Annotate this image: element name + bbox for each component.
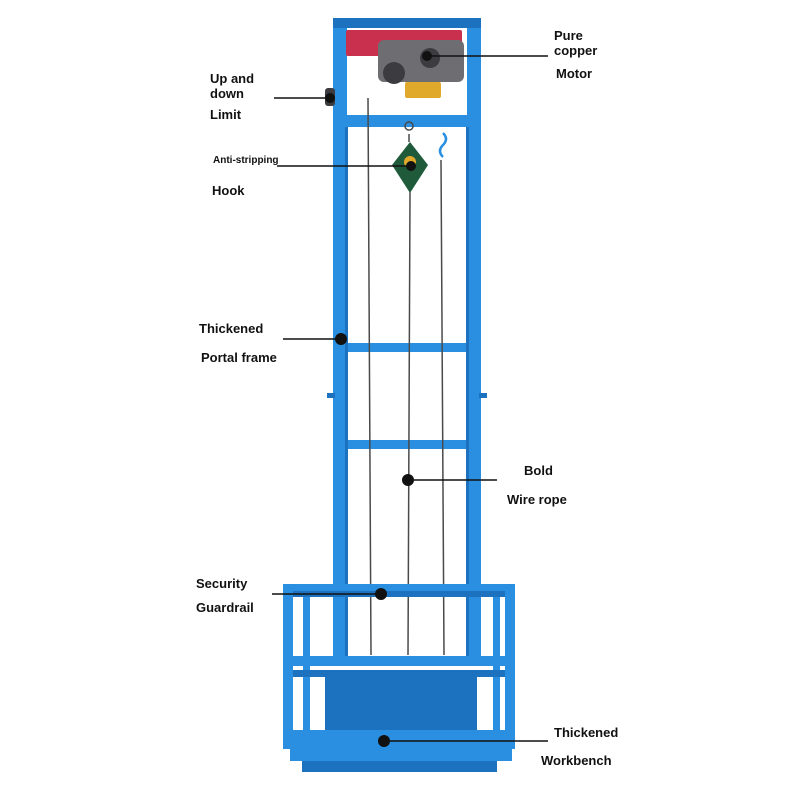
callout-rope-line2: Wire rope [507, 492, 567, 507]
cross-bar-upper [345, 343, 469, 352]
leader-rope [402, 474, 497, 486]
workbench-deck [283, 730, 515, 749]
callout-guardrail-line2: Guardrail [196, 600, 254, 615]
top-beam [345, 115, 469, 127]
wire-rope-center [407, 191, 411, 656]
callout-limit-line2: down [210, 86, 244, 101]
cage-mid-rail-2 [293, 670, 505, 677]
cage-post-front-left [283, 584, 293, 749]
leader-lines [272, 51, 548, 747]
callout-frame-line2: Portal frame [201, 350, 277, 365]
top-hook [404, 121, 414, 142]
leader-guardrail [272, 588, 387, 600]
workbench-base [302, 761, 497, 772]
leader-frame [283, 333, 347, 345]
leader-motor [422, 51, 548, 61]
callout-rope-line1: Bold [524, 463, 553, 478]
callout-motor-line2: copper [554, 43, 598, 58]
hoist-drum [383, 62, 405, 84]
callout-limit-line3: Limit [210, 107, 242, 122]
portal-frame [327, 18, 487, 660]
upright-inner-right [466, 127, 469, 657]
callout-hook-line1: Anti-stripping [213, 155, 279, 166]
secondary-hook [438, 132, 448, 158]
cross-bar-lower [345, 440, 469, 449]
right-upright [467, 20, 481, 660]
callout-workbench-line1: Thickened [554, 725, 619, 740]
cage-mid-rail [283, 656, 515, 666]
leader-workbench [378, 735, 548, 747]
electric-hoist-icon [346, 30, 464, 98]
hoist-gearbox [405, 82, 441, 98]
callout-motor-line1: Pure [554, 28, 583, 43]
wire-ropes [367, 97, 445, 656]
callout-workbench-line2: Workbench [541, 753, 612, 768]
cage-post-front-right [505, 584, 515, 749]
callout-guardrail-line1: Security [196, 576, 248, 591]
side-bracket-right [479, 393, 487, 398]
workbench [283, 730, 515, 772]
cage-back-panel [325, 677, 477, 732]
workbench-front [290, 749, 512, 761]
leader-hook [277, 161, 416, 171]
wire-rope-right [440, 159, 445, 656]
callout-limit-line1: Up and [210, 71, 255, 86]
wire-rope-left [367, 97, 372, 656]
upright-inner-left [345, 127, 348, 657]
leader-limit [274, 93, 335, 103]
cage-guardrail [283, 584, 515, 749]
callout-motor-line3: Motor [556, 66, 593, 81]
callout-frame-line1: Thickened [199, 321, 264, 336]
cage-top-rail-face [283, 584, 515, 591]
callout-hook-line2: Hook [212, 183, 245, 198]
pulley-hook-icon [392, 121, 448, 193]
side-bracket-left [327, 393, 335, 398]
top-cap [333, 18, 481, 28]
